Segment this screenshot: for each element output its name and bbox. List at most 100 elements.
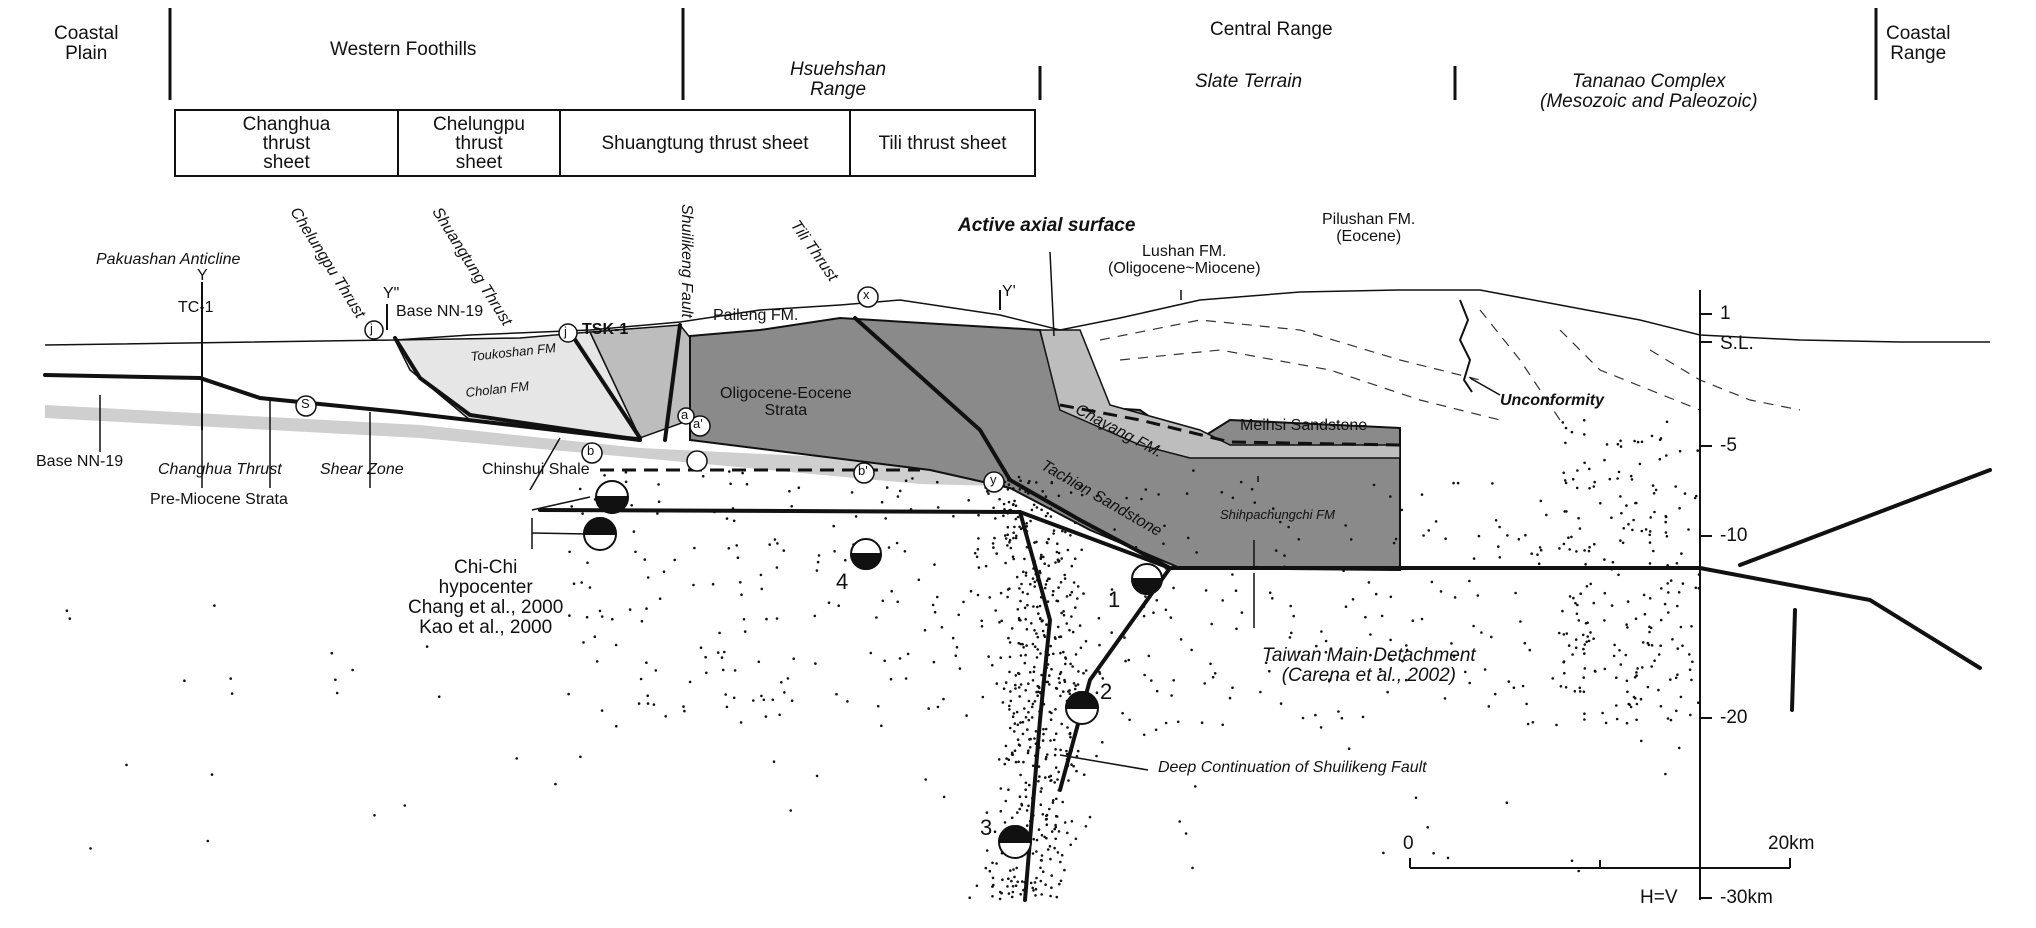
seismic-event (1194, 785, 1197, 788)
seismic-event (1585, 640, 1588, 644)
seismic-event (1056, 778, 1059, 781)
seismic-event (1009, 546, 1013, 550)
seismic-event (1044, 650, 1048, 653)
seismic-event (1288, 636, 1292, 639)
thrust-sheet-table (174, 109, 1036, 177)
seismic-event (1027, 492, 1030, 495)
seismic-event (600, 709, 604, 712)
depth-tick-minus20: -20 (1720, 707, 1748, 728)
seismic-event (1583, 667, 1587, 670)
seismic-event (896, 600, 899, 604)
seismic-event (567, 692, 570, 696)
seismic-event (776, 542, 779, 545)
seismic-event (1058, 882, 1061, 886)
seismic-event (724, 693, 727, 696)
seismic-event (1007, 877, 1010, 880)
seismic-event (1694, 586, 1698, 590)
seismic-event (742, 618, 746, 621)
seismic-event (1679, 695, 1683, 699)
seismic-event (1101, 677, 1105, 680)
seismic-event (1667, 591, 1670, 594)
seismic-event (1014, 674, 1018, 677)
seismic-event (1603, 591, 1607, 595)
seismic-event (739, 581, 742, 584)
seismic-event (1211, 675, 1215, 679)
seismic-event (1054, 748, 1057, 751)
seismic-event (1042, 555, 1045, 559)
depth-axis (1699, 290, 1712, 900)
seismic-event (1045, 813, 1049, 817)
seismic-event (1176, 720, 1180, 724)
seismic-event (1018, 795, 1022, 798)
seismic-event (1464, 670, 1467, 674)
seismic-event (1571, 477, 1575, 481)
seismic-event (768, 543, 771, 546)
seismic-event (1531, 721, 1535, 724)
seismic-event (1041, 870, 1045, 873)
seismic-event (1050, 874, 1053, 877)
seismic-event (1033, 541, 1036, 544)
seismic-event (1033, 559, 1036, 563)
seismic-event (1039, 790, 1043, 793)
seismic-event (1506, 534, 1509, 537)
seismic-event (1034, 742, 1038, 745)
seismic-event (1057, 551, 1061, 555)
seismic-event (1043, 586, 1047, 590)
seismic-event (1010, 879, 1013, 883)
marker-circles (295, 286, 1005, 493)
label-taiwan-main-detachment: Taiwan Main Detachment (Carena et al., 2… (1262, 645, 1476, 686)
seismic-event (1050, 886, 1053, 889)
label-pilushan-fm: Pilushan FM. (Eocene) (1322, 211, 1416, 245)
seismic-event (1536, 553, 1539, 556)
seismic-event (1292, 614, 1295, 618)
seismic-event (740, 593, 743, 596)
seismic-event (1059, 581, 1063, 584)
seismic-event (1023, 881, 1026, 884)
focal-mechanism-1 (1130, 563, 1164, 595)
seismic-event (887, 546, 891, 549)
seismic-event (1231, 573, 1234, 576)
seismic-event (1012, 536, 1015, 540)
seismic-event (1567, 644, 1571, 647)
seismic-event (1049, 507, 1052, 511)
seismic-event (1069, 534, 1072, 537)
seismic-event (1032, 889, 1035, 892)
seismic-event (1389, 657, 1393, 661)
seismic-event (1011, 715, 1015, 718)
seismic-event (1327, 680, 1331, 683)
seismic-event (1078, 624, 1082, 627)
seismic-event (1033, 700, 1037, 703)
seismic-event (1044, 583, 1048, 586)
circle-label-b2: b' (858, 463, 868, 478)
seismic-event (1015, 575, 1019, 579)
seismic-event (1053, 827, 1056, 831)
seismic-event (1028, 746, 1032, 749)
seismic-event (1060, 722, 1063, 726)
seismic-event (1382, 851, 1385, 855)
seismic-event (977, 566, 981, 569)
seismic-event (1680, 552, 1683, 555)
seismic-event (1070, 590, 1074, 594)
focal-mechanism-2 (1064, 691, 1100, 725)
seismic-event (1608, 477, 1612, 481)
seismic-event (733, 669, 737, 672)
seismic-event (1039, 866, 1042, 870)
seismic-event (718, 631, 721, 635)
seismic-event (1067, 779, 1070, 782)
seismic-event (1013, 480, 1017, 484)
seismic-event (1057, 770, 1060, 774)
seismic-event (1152, 611, 1155, 614)
seismic-event (1290, 631, 1293, 635)
seismic-event (1426, 826, 1429, 829)
seismic-event (1658, 457, 1662, 461)
seismic-event (1010, 816, 1014, 820)
seismic-event (1530, 552, 1533, 555)
seismic-event (1037, 779, 1040, 783)
seismic-event (230, 692, 234, 695)
seismic-event (711, 582, 715, 586)
seismic-event (1507, 680, 1511, 683)
seismic-event (1110, 631, 1113, 634)
seismic-event (1044, 883, 1047, 886)
seismic-event (1191, 866, 1194, 870)
seismic-event (1019, 654, 1023, 657)
